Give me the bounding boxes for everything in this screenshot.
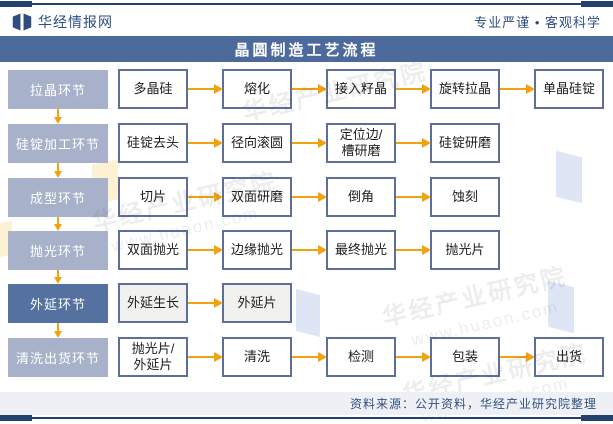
arrow-down-icon [54, 163, 62, 178]
process-step: 旋转拉晶 [430, 69, 500, 109]
arrow-right-icon [396, 138, 431, 148]
footer-band: 资料来源：公开资料，华经产业研究院整理 [0, 392, 613, 415]
stage-label: 硅锭加工环节 [8, 124, 108, 163]
arrow-right-icon [292, 245, 327, 255]
arrow-right-icon [292, 192, 327, 202]
arrow-right-icon [188, 138, 223, 148]
process-step: 清洗 [222, 337, 292, 377]
process-step: 抛光片 [430, 230, 500, 270]
stage-label: 外延环节 [8, 284, 108, 323]
arrow-right-icon [396, 245, 431, 255]
process-step: 边缘抛光 [222, 230, 292, 270]
arrow-right-icon [292, 84, 327, 94]
arrow-right-icon [188, 245, 223, 255]
process-step: 双面抛光 [118, 230, 188, 270]
arrow-down-icon [54, 109, 62, 124]
process-step: 出货 [534, 337, 604, 377]
process-step: 外延生长 [118, 283, 188, 323]
watermark-shape [296, 289, 320, 337]
watermark-shape [556, 150, 582, 204]
process-step: 倒角 [326, 177, 396, 217]
top-border [0, 1, 613, 7]
process-step: 包装 [430, 337, 500, 377]
slogan: 专业严谨 • 客观科学 [474, 15, 601, 30]
process-step: 切片 [118, 177, 188, 217]
process-step: 检测 [326, 337, 396, 377]
watermark-shape [548, 280, 574, 334]
arrow-right-icon [500, 84, 535, 94]
bottom-border [0, 415, 613, 421]
stage-label: 成型环节 [8, 178, 108, 217]
arrow-right-icon [500, 352, 535, 362]
process-step: 蚀刻 [430, 177, 500, 217]
arrow-down-icon [54, 217, 62, 231]
process-step: 抛光片/ 外延片 [118, 337, 188, 377]
arrow-right-icon [292, 352, 327, 362]
arrow-down-icon [54, 270, 62, 284]
process-step: 外延片 [222, 283, 292, 323]
flow-area: 拉晶环节多晶硅熔化接入籽晶旋转拉晶单晶硅锭硅锭加工环节硅锭去头径向滚圆定位边/ … [0, 58, 613, 424]
process-step: 最终抛光 [326, 230, 396, 270]
brand-name: 华经情报网 [38, 13, 113, 30]
arrow-right-icon [188, 84, 223, 94]
source-note: 资料来源：公开资料，华经产业研究院整理 [349, 397, 597, 411]
process-step: 定位边/ 槽研磨 [326, 123, 396, 163]
arrow-right-icon [292, 138, 327, 148]
page-title: 晶圆制造工艺流程 [234, 41, 379, 59]
process-step: 径向滚圆 [222, 123, 292, 163]
book-logo-icon [12, 13, 32, 31]
stage-label: 抛光环节 [8, 231, 108, 270]
process-step: 多晶硅 [118, 69, 188, 109]
arrow-right-icon [188, 352, 223, 362]
title-bar: 晶圆制造工艺流程 [0, 36, 613, 62]
header: 华经情报网 专业严谨 • 客观科学 [0, 7, 613, 36]
process-step: 硅锭去头 [118, 123, 188, 163]
arrow-right-icon [396, 192, 431, 202]
arrow-down-icon [54, 323, 62, 338]
process-step: 硅锭研磨 [430, 123, 500, 163]
stage-label: 拉晶环节 [8, 70, 108, 109]
brand: 华经情报网 [12, 12, 113, 32]
process-step: 双面研磨 [222, 177, 292, 217]
arrow-right-icon [188, 192, 223, 202]
stage-label: 清洗出货环节 [8, 338, 108, 377]
process-step: 单晶硅锭 [534, 69, 604, 109]
arrow-right-icon [396, 84, 431, 94]
process-step: 熔化 [222, 69, 292, 109]
process-step: 接入籽晶 [326, 69, 396, 109]
arrow-right-icon [396, 352, 431, 362]
arrow-right-icon [188, 298, 223, 308]
